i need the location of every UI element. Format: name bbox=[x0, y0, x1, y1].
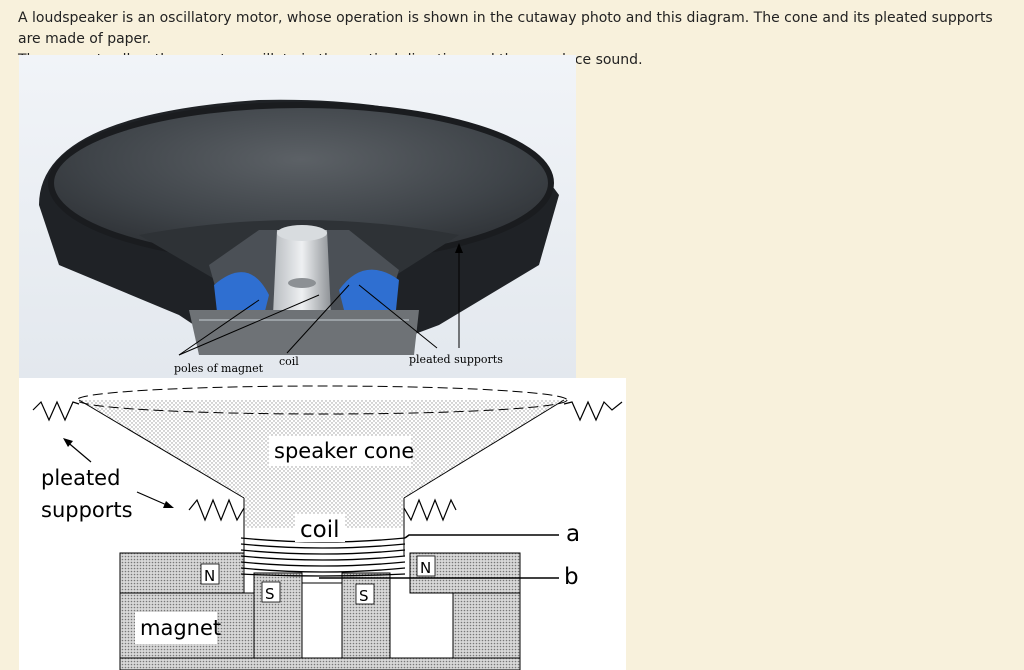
arrow-right bbox=[163, 501, 174, 508]
label-a: a bbox=[566, 521, 580, 547]
magnet-photo bbox=[189, 310, 419, 355]
inner-support-left bbox=[188, 498, 245, 522]
inner-support-right bbox=[403, 498, 457, 522]
label-coil: coil bbox=[300, 517, 340, 543]
photo-label-poles: poles of magnet bbox=[174, 362, 264, 375]
label-s-right: S bbox=[359, 587, 369, 605]
cone-rim bbox=[76, 385, 568, 415]
label-b: b bbox=[564, 564, 579, 590]
arrow-up-left bbox=[63, 438, 73, 447]
cutaway-photo: poles of magnet coil pleated supports bbox=[19, 55, 576, 378]
label-speaker-cone: speaker cone bbox=[274, 439, 414, 463]
pole-piece bbox=[273, 230, 331, 315]
photo-label-supports: pleated supports bbox=[409, 353, 503, 366]
label-pleated: pleated bbox=[41, 466, 120, 490]
wire-a bbox=[404, 534, 559, 539]
outer-support-left bbox=[32, 400, 80, 422]
label-n-left: N bbox=[204, 567, 215, 585]
label-s-left: S bbox=[265, 585, 275, 603]
speaker-diagram: pleated supports speaker cone coil magne… bbox=[19, 378, 626, 670]
label-magnet: magnet bbox=[140, 616, 221, 640]
label-supports: supports bbox=[41, 498, 133, 522]
magnet-base bbox=[119, 657, 521, 670]
photo-label-coil: coil bbox=[279, 355, 299, 368]
magnet-top-left bbox=[119, 552, 245, 594]
label-n-right: N bbox=[420, 559, 431, 577]
intro-line-1: A loudspeaker is an oscillatory motor, w… bbox=[18, 10, 993, 47]
outer-support-right bbox=[563, 400, 623, 422]
speaker-cone-photo bbox=[51, 105, 551, 261]
center-gap bbox=[301, 582, 343, 670]
magnet-body-right bbox=[452, 592, 521, 670]
